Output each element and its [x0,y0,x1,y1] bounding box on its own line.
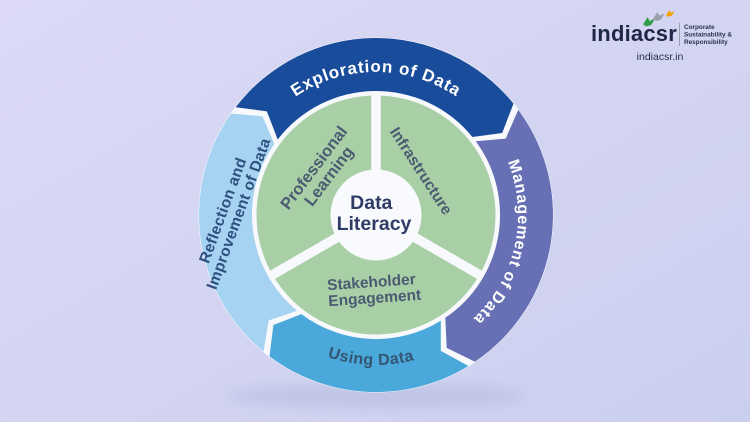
segment-exploration-of-data [235,38,514,140]
segment-management-of-data [445,109,554,362]
logo-website: indiacsr.in [637,51,684,63]
indiacsr-logo: indiacsr Corporate Sustainability & Resp… [591,10,734,63]
label-stakeholder-engagement: Stakeholder Engagement [327,271,422,310]
bird-icon-orange [666,10,675,17]
logo-wordmark: indiacsr [591,21,677,46]
wheel-shadow [226,384,526,408]
logo-tagline: Corporate Sustainability & Responsibilit… [684,24,734,46]
center-circle [330,169,422,261]
segment-using-data [269,314,469,393]
bird-icon-gray [653,12,665,21]
center-label: Data Literacy [337,192,412,235]
segment-reflection-improvement [199,113,298,352]
